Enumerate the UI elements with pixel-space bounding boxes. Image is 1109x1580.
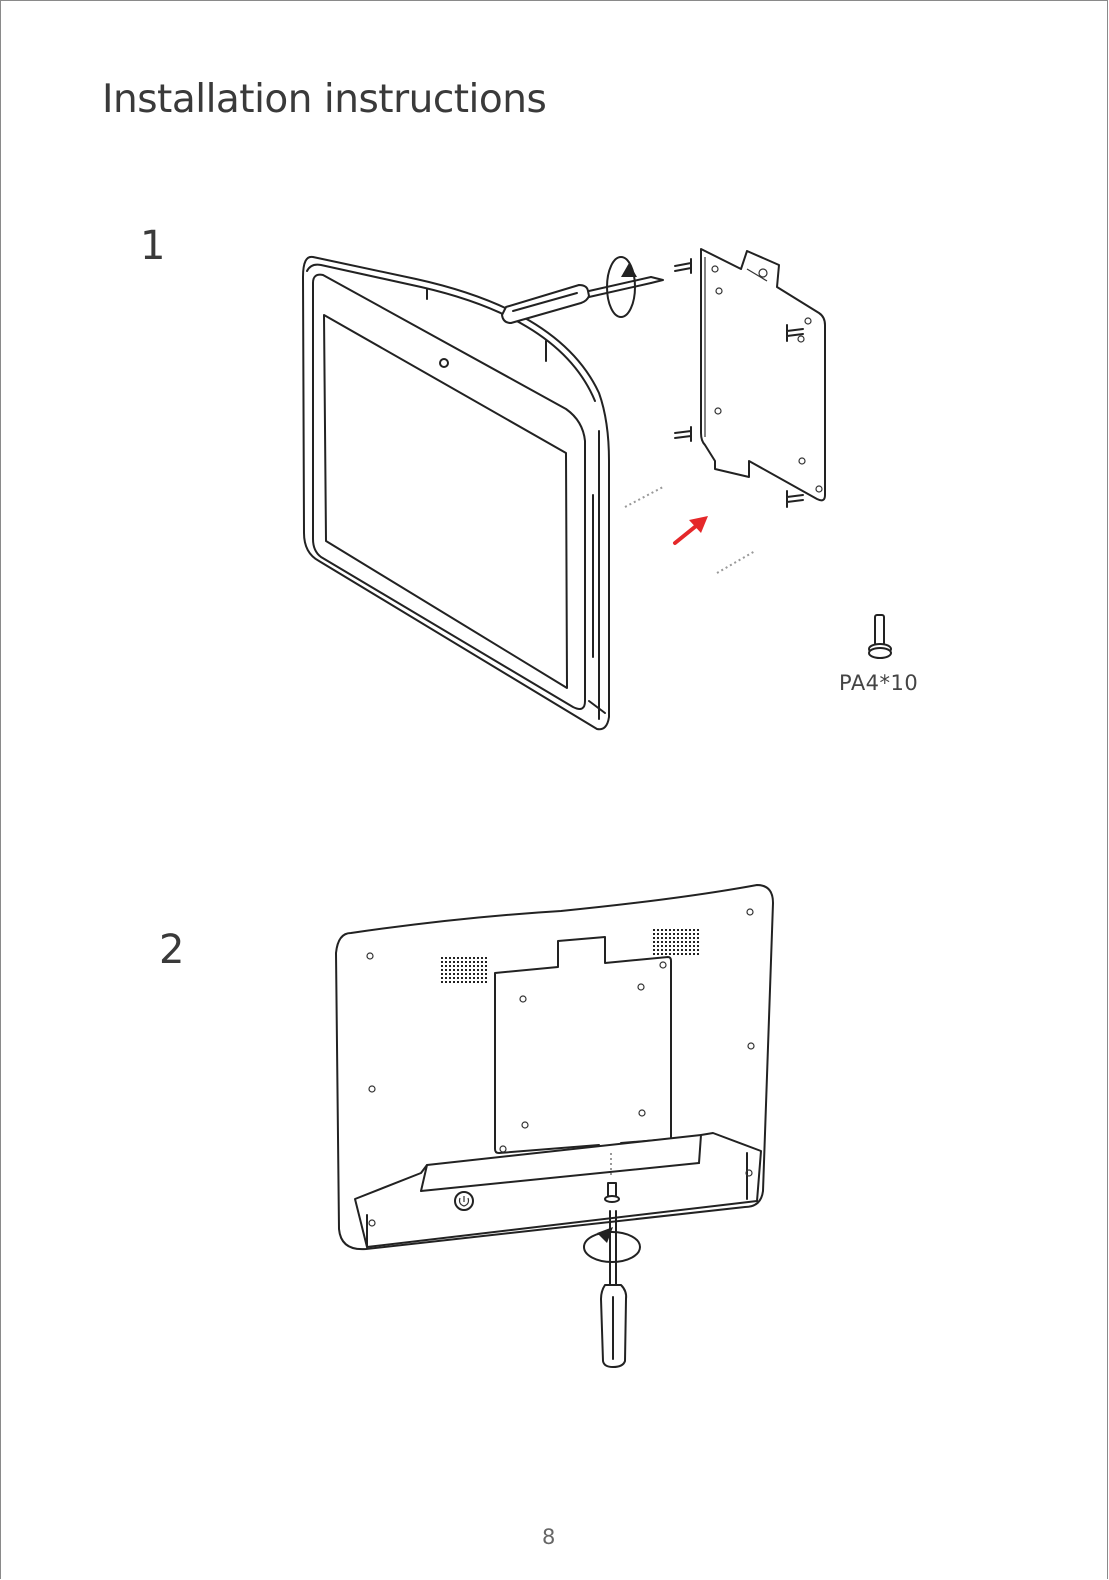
- insert-direction-arrow-icon: [675, 516, 708, 543]
- screw-icon: [869, 615, 891, 658]
- mounting-bracket-icon: [675, 249, 825, 507]
- tablet-back-icon: [336, 885, 773, 1249]
- page-number: 8: [542, 1525, 555, 1549]
- screw-spec-label: PA4*10: [839, 671, 918, 695]
- tablet-front-icon: [303, 257, 755, 729]
- screwdriver-icon: [502, 257, 663, 323]
